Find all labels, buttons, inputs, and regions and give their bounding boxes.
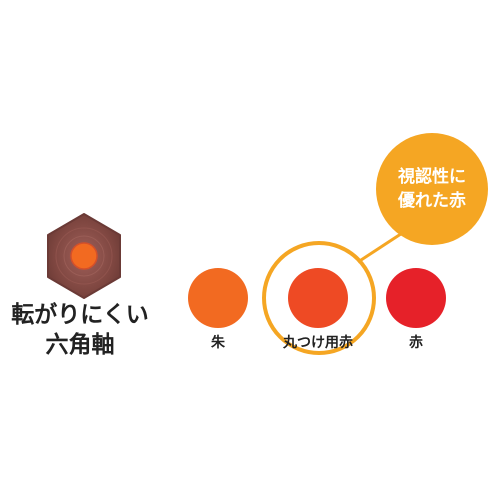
hexagon-feature-label: 転がりにくい 六角軸 — [10, 300, 150, 360]
hexagon-label-line1: 転がりにくい — [11, 302, 149, 328]
swatch-label-vermilion: 朱 — [211, 335, 225, 351]
hexagonal-pencil-cross-section-icon — [38, 210, 130, 302]
swatch-vermilion — [188, 268, 248, 328]
swatch-grading-red — [288, 268, 348, 328]
callout-line2: 優れた赤 — [398, 191, 466, 211]
visibility-callout-bubble: 視認性に 優れた赤 — [376, 133, 488, 245]
swatch-label-red: 赤 — [409, 335, 423, 351]
highlight-ring — [262, 241, 376, 355]
hexagon-label-line2: 六角軸 — [45, 332, 115, 358]
swatch-red — [386, 268, 446, 328]
callout-line1: 視認性に — [398, 167, 466, 187]
swatch-label-grading-red: 丸つけ用赤 — [283, 335, 353, 351]
